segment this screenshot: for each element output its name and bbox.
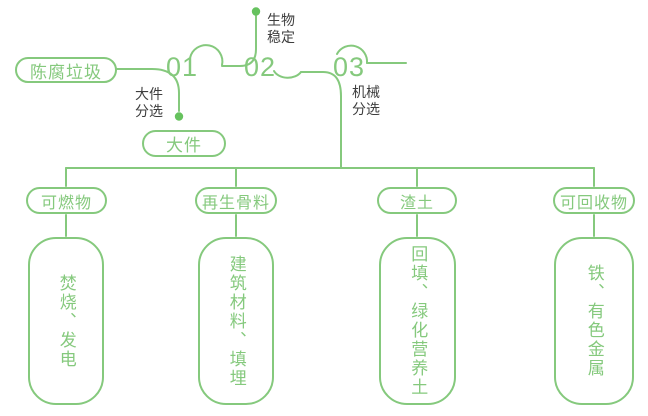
step-label-mechanical-sorting: 机械分选 bbox=[352, 84, 380, 117]
category-pill-combustible: 可燃物 bbox=[26, 187, 107, 214]
category-label: 可燃物 bbox=[40, 194, 92, 212]
path-ornament-03 bbox=[336, 44, 369, 64]
category-pill-slag-soil: 渣土 bbox=[377, 187, 457, 214]
path-source-to-bulky bbox=[116, 68, 180, 112]
category-label: 可回收物 bbox=[559, 194, 628, 212]
disposal-box-combustible: 焚烧、发电 bbox=[28, 237, 104, 405]
biostable-node-dot bbox=[251, 7, 261, 16]
disposal-text: 回填、绿化营养土 bbox=[408, 245, 428, 397]
bulky-output-pill: 大件 bbox=[142, 130, 226, 157]
disposal-box-slag-soil: 回填、绿化营养土 bbox=[379, 237, 456, 405]
step-label-bio-stabilization: 生物稳定 bbox=[267, 12, 295, 45]
disposal-box-recycled-aggregate: 建筑材料、填埋 bbox=[198, 237, 274, 405]
disposal-box-recyclable: 铁、有色金属 bbox=[554, 237, 634, 405]
path-01-to-02 bbox=[221, 15, 257, 67]
source-label: 陈腐垃圾 bbox=[30, 62, 102, 82]
disposal-text: 焚烧、发电 bbox=[56, 273, 76, 369]
bulky-output-label: 大件 bbox=[166, 136, 202, 155]
path-ornament-01 bbox=[189, 44, 224, 66]
category-pill-recycled-aggregate: 再生骨料 bbox=[195, 187, 277, 214]
bulky-node-dot bbox=[174, 112, 184, 121]
step-number-01: 01 bbox=[165, 52, 199, 82]
step-number-02: 02 bbox=[243, 52, 277, 82]
category-label: 渣土 bbox=[399, 194, 434, 212]
category-pill-recyclable: 可回收物 bbox=[553, 187, 635, 214]
source-pill: 陈腐垃圾 bbox=[15, 57, 117, 83]
disposal-text: 铁、有色金属 bbox=[584, 264, 604, 378]
step-number-03: 03 bbox=[332, 52, 366, 82]
disposal-text: 建筑材料、填埋 bbox=[226, 254, 246, 388]
category-label: 再生骨料 bbox=[201, 194, 270, 212]
step-label-bulky-sorting: 大件分选 bbox=[135, 86, 163, 119]
path-ornament-02 bbox=[273, 70, 302, 79]
path-02-to-bar bbox=[300, 71, 342, 168]
